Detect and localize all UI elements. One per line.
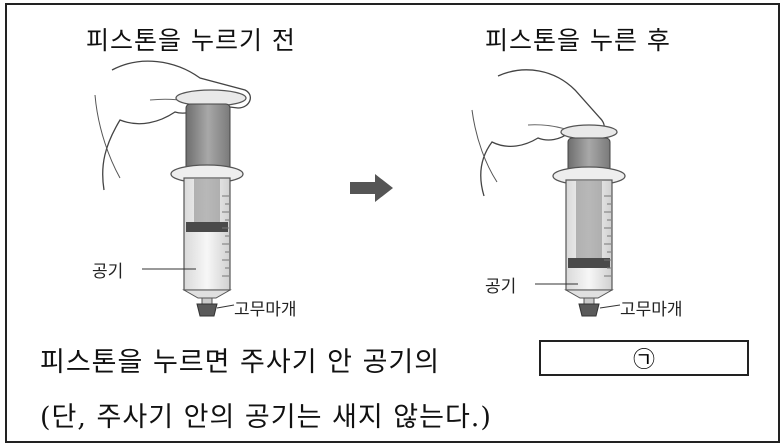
- before-title: 피스톤을 누르기 전: [86, 26, 296, 55]
- rubber-stopper-before: [196, 303, 218, 317]
- question-frame: [5, 3, 780, 443]
- syringe-before: [94, 60, 251, 317]
- air-label-before: 공기: [92, 262, 124, 282]
- stopper-label-before: 고무마개: [234, 300, 297, 320]
- syringe-after: [471, 69, 626, 317]
- air-label-after: 공기: [485, 277, 517, 297]
- question-sentence: 피스톤을 누르면 주사기 안 공기의: [40, 347, 441, 378]
- blank-symbol: ㉠: [632, 348, 655, 373]
- hand-after: [480, 69, 605, 197]
- right-arrow-icon: [350, 174, 393, 202]
- rubber-stopper-after: [578, 303, 600, 317]
- after-title: 피스톤을 누른 후: [485, 26, 671, 55]
- answer-blank-box: ㉠: [539, 340, 749, 376]
- question-note: (단, 주사기 안의 공기는 새지 않는다.): [40, 402, 492, 433]
- stopper-label-after: 고무마개: [620, 300, 683, 320]
